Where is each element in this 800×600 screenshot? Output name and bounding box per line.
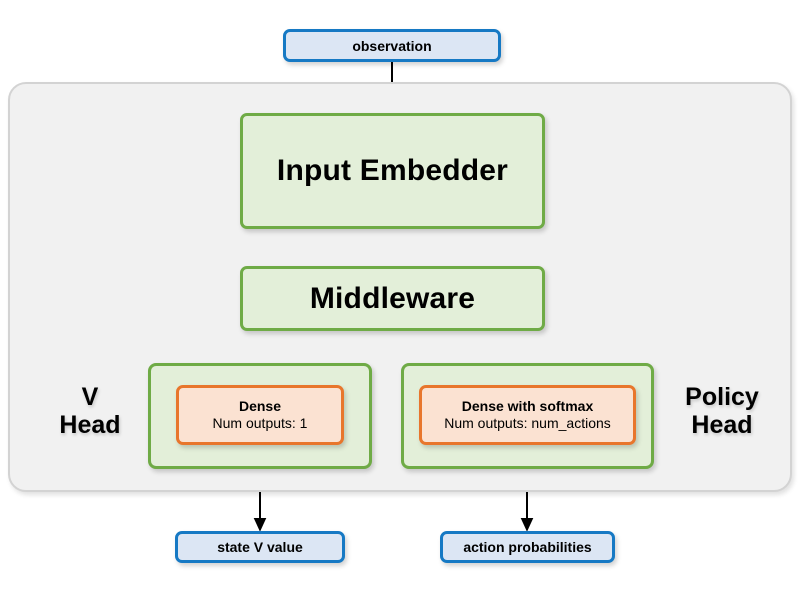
policy-head-label-line-2: Head: [691, 411, 753, 439]
input-embedder-label: Input Embedder: [276, 154, 509, 187]
v-head-label-line-2: Head: [59, 411, 121, 439]
v-head-label: V Head: [42, 383, 138, 439]
node-state-v-value[interactable]: state V value: [175, 531, 345, 563]
node-input-embedder[interactable]: Input Embedder: [240, 113, 545, 229]
state-v-value-label: state V value: [217, 539, 303, 555]
node-dense-v[interactable]: Dense Num outputs: 1: [176, 385, 344, 445]
policy-head-label-line-1: Policy: [685, 383, 759, 411]
node-middleware[interactable]: Middleware: [240, 266, 545, 331]
dense-policy-title: Dense with softmax: [461, 397, 594, 414]
node-action-probabilities[interactable]: action probabilities: [440, 531, 615, 563]
observation-label: observation: [352, 37, 432, 54]
action-probabilities-label: action probabilities: [463, 539, 592, 555]
middleware-label: Middleware: [309, 281, 476, 315]
dense-v-subtitle: Num outputs: 1: [212, 415, 308, 431]
v-head-label-line-1: V: [81, 383, 99, 411]
node-dense-policy[interactable]: Dense with softmax Num outputs: num_acti…: [419, 385, 636, 445]
dense-policy-subtitle: Num outputs: num_actions: [444, 415, 611, 431]
policy-head-label: Policy Head: [663, 383, 781, 439]
dense-v-title: Dense: [238, 397, 282, 414]
node-observation[interactable]: observation: [283, 29, 501, 62]
